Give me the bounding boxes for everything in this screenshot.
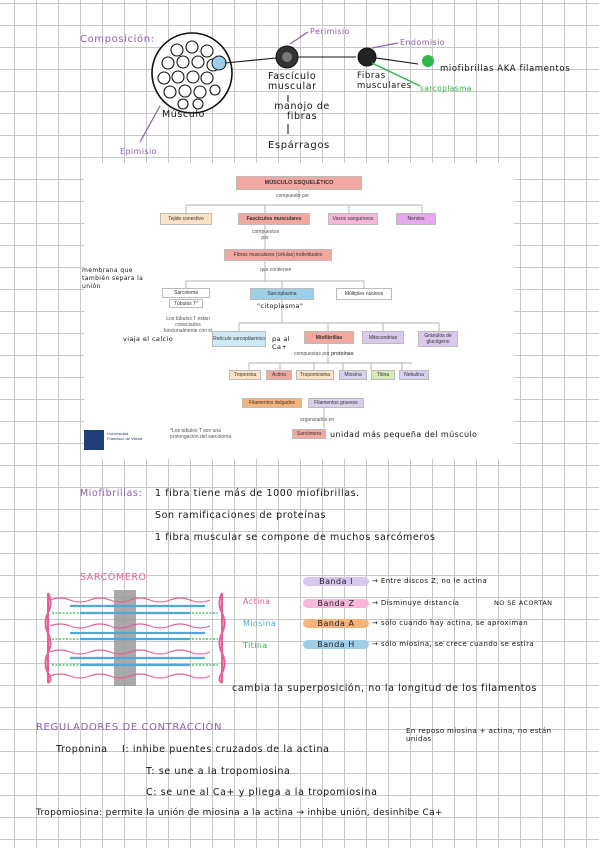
annotation-citoplasma: "citoplasma" [257,302,304,310]
actina-label: Actina [243,597,271,606]
band-h-note: → sólo miosina, se crece cuando se estir… [372,640,535,648]
que-contienen-label: que contienen [260,267,292,273]
box-miosina: Miosina [339,370,367,380]
fibras-label: Fibras musculares [357,71,412,91]
box-sarcomero: Sarcómero [292,429,326,439]
miofibrillas-title: Miofibrillas: [80,488,143,499]
box-sarcolema: Sarcolema [162,288,210,298]
box-tejido: Tejido conectivo [160,213,212,225]
annotation-ca: pa al Ca+ [272,335,290,351]
reposo-note: En reposo miosina + actina, no están uni… [406,727,552,743]
tubulos-note: Los túbulos T están conectados funcional… [163,316,213,334]
compuesto-por-label: compuesto por [276,193,310,199]
box-mitocondrias: Mitocondrias [362,331,404,344]
box-fasciculos: Fascículos musculares [238,213,310,225]
box-filamentos-delgados: Filamentos delgados [242,398,302,408]
no-acortan-label: NO SE ACORTAN [494,599,553,607]
manojo-label: manojo de fibras [274,101,330,122]
university-logo-text: Universidad Francisco de Vitoria [107,431,143,441]
fiber-circle [357,47,377,67]
band-z-note: → Disminuye distancia [372,599,460,607]
box-nucleos: Múltiples núcleos [336,288,392,300]
annotation-viaja: viaja el calcio [123,335,174,343]
tropomiosina-line: Tropomiosina: permite la unión de miosin… [36,808,443,818]
troponina-c: C: se une al Ca+ y pliega a la tropomios… [146,787,378,798]
esparragos-label: Espárragos [268,140,330,151]
box-filamentos-gruesos: Filamentos gruesos [308,398,364,408]
annotation-unidad: unidad más pequeña del músculo [330,430,478,439]
myofibril-circle [422,55,434,67]
sarcomero-title: SARCÓMERO [80,572,147,583]
sarcoplasma-label: sarcoplasma [420,84,472,93]
band-a-note: → sólo cuando hay actina, se aproximan [372,619,529,627]
miosina-label: Miosina [243,619,277,628]
sarcomero-summary: cambia la superposición, no la longitud … [232,683,538,694]
miofibrillas-label: miofibrillas AKA filamentos [440,64,571,74]
box-reticulo: Retículo sarcoplásmico [212,331,266,347]
band-h-pill: Banda H [303,640,369,649]
troponina-i: I: inhibe puentes cruzados de la actina [122,744,330,755]
compuestas-por-label: compuestas por proteínas [294,351,354,357]
root-box: MÚSCULO ESQUELÉTICO [236,176,362,190]
university-logo [84,430,104,450]
band-i-pill: Banda I [303,577,369,586]
footnote: *Los túbulos T son una prolongación del … [170,428,233,440]
box-titina: Titina [371,370,395,380]
box-nervios: Nervios [396,213,436,225]
muscle-label: Músculo [162,109,206,120]
troponina-t: T: se une a la tropomiosina [146,766,291,777]
epimisio-label: Epimisio [120,147,157,156]
concept-map: MÚSCULO ESQUELÉTICO compuesto por Tejido… [84,163,514,459]
perimisio-label: Perimisio [310,27,350,36]
box-sarcoplasma: Sarcoplasma [250,288,314,300]
box-miofibrillas: Miofibrillas [304,331,354,344]
organizados-label: organizados en [300,417,335,423]
section-title-composicion: Composición: [80,34,155,45]
concept-map-lines [185,190,440,428]
endomisio-label: Endomisio [400,38,445,47]
muscle-structure-diagram [139,31,434,143]
box-troponina: Troponina [229,370,261,380]
titina-label: Titina [243,641,268,650]
box-fibras: Fibras musculares (células) individuales [224,249,332,261]
reguladores-title: REGULADORES DE CONTRACCIÓN [36,722,223,733]
box-tropomiosina: Tropomiosina [296,370,334,380]
band-i-note: → Entre discos Z, no le actina [372,577,488,585]
box-nebulina: Nebulina [399,370,429,380]
box-granulos: Gránulos de glucógeno [418,331,458,347]
fasciculo-label: Fascículo muscular [268,71,317,92]
box-tubulos: Túbulos T* [169,299,203,308]
miofibrillas-line1: 1 fibra tiene más de 1000 miofibrillas. [155,488,360,499]
band-z-pill: Banda Z [303,599,369,608]
troponina-label: Troponina [56,744,108,755]
box-actina: Actina [266,370,292,380]
miofibrillas-line3: 1 fibra muscular se compone de muchos sa… [155,532,436,543]
annotation-membrana: membrana que también separa la unión [82,267,144,290]
band-a-pill: Banda A [303,619,369,628]
box-vasos: Vasos sanguíneos [328,213,378,225]
compuestos-por-label: compuestos por [252,229,279,241]
sarcomere-drawing [44,590,226,686]
miofibrillas-line2: Son ramificaciones de proteínas [155,510,327,521]
